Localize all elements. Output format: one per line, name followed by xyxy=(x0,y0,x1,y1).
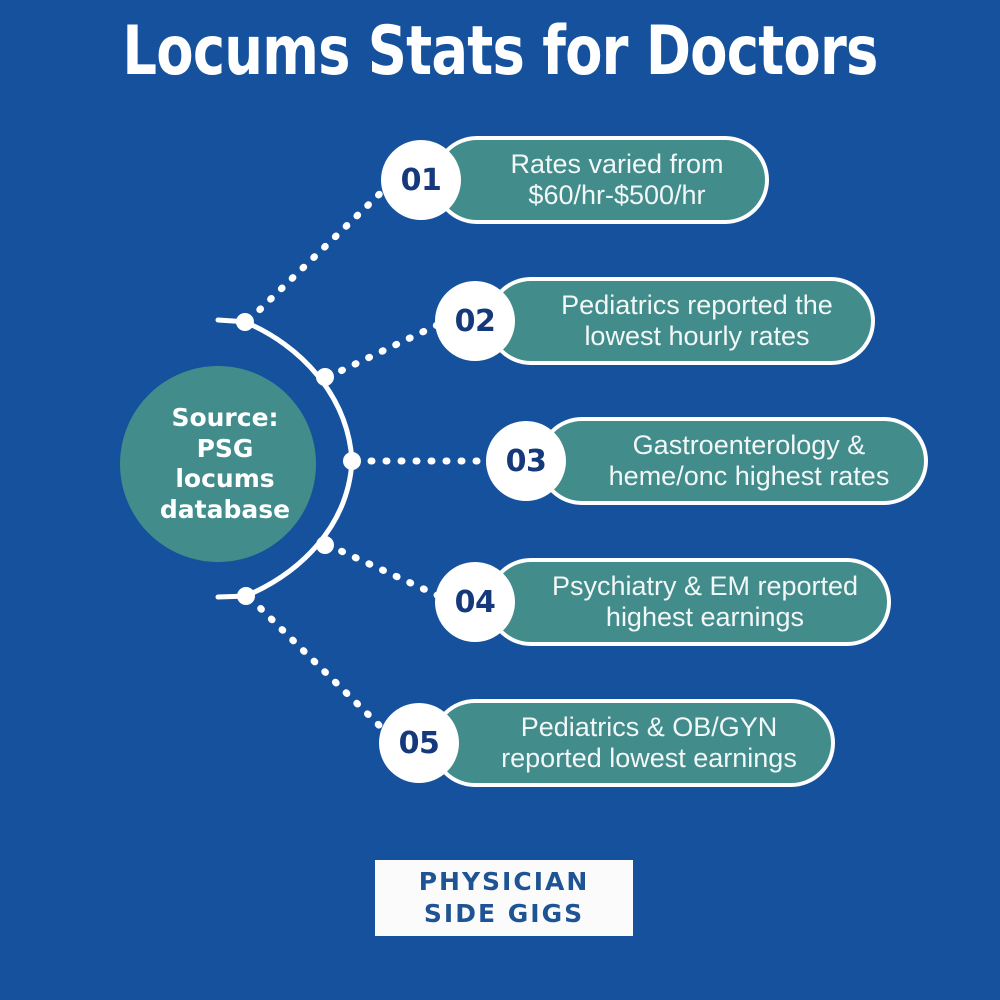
brand-logo-line-1: PHYSICIAN xyxy=(418,866,590,896)
stat-pill-05: Pediatrics & OB/GYN reported lowest earn… xyxy=(431,699,835,787)
stat-number-02: 02 xyxy=(435,281,515,361)
stat-pill-01: Rates varied from $60/hr-$500/hr xyxy=(433,136,769,224)
brand-logo-line-2: SIDE GIGS xyxy=(423,899,585,928)
stat-text-01: Rates varied from $60/hr-$500/hr xyxy=(510,148,724,210)
source-label: Source: PSG locums database xyxy=(159,403,291,524)
stat-number-04: 04 xyxy=(435,562,515,642)
stat-number-03: 03 xyxy=(486,421,566,501)
source-circle: Source: PSG locums database xyxy=(120,366,316,562)
stat-number-05: 05 xyxy=(379,703,459,783)
page-title: Locums Stats for Doctors xyxy=(122,12,878,91)
stat-number-01: 01 xyxy=(381,140,461,220)
stat-text-03: Gastroenterology & heme/onc highest rate… xyxy=(608,429,890,491)
brand-logo-inner: PHYSICIAN SIDE GIGS xyxy=(375,860,633,936)
stat-pill-03: Gastroenterology & heme/onc highest rate… xyxy=(538,417,928,505)
stat-pill-04: Psychiatry & EM reported highest earning… xyxy=(487,558,891,646)
stat-text-05: Pediatrics & OB/GYN reported lowest earn… xyxy=(501,711,797,773)
brand-logo: PHYSICIAN SIDE GIGS xyxy=(370,855,638,941)
stat-text-02: Pediatrics reported the lowest hourly ra… xyxy=(561,289,833,351)
stat-text-04: Psychiatry & EM reported highest earning… xyxy=(551,570,859,632)
stat-pill-02: Pediatrics reported the lowest hourly ra… xyxy=(487,277,875,365)
